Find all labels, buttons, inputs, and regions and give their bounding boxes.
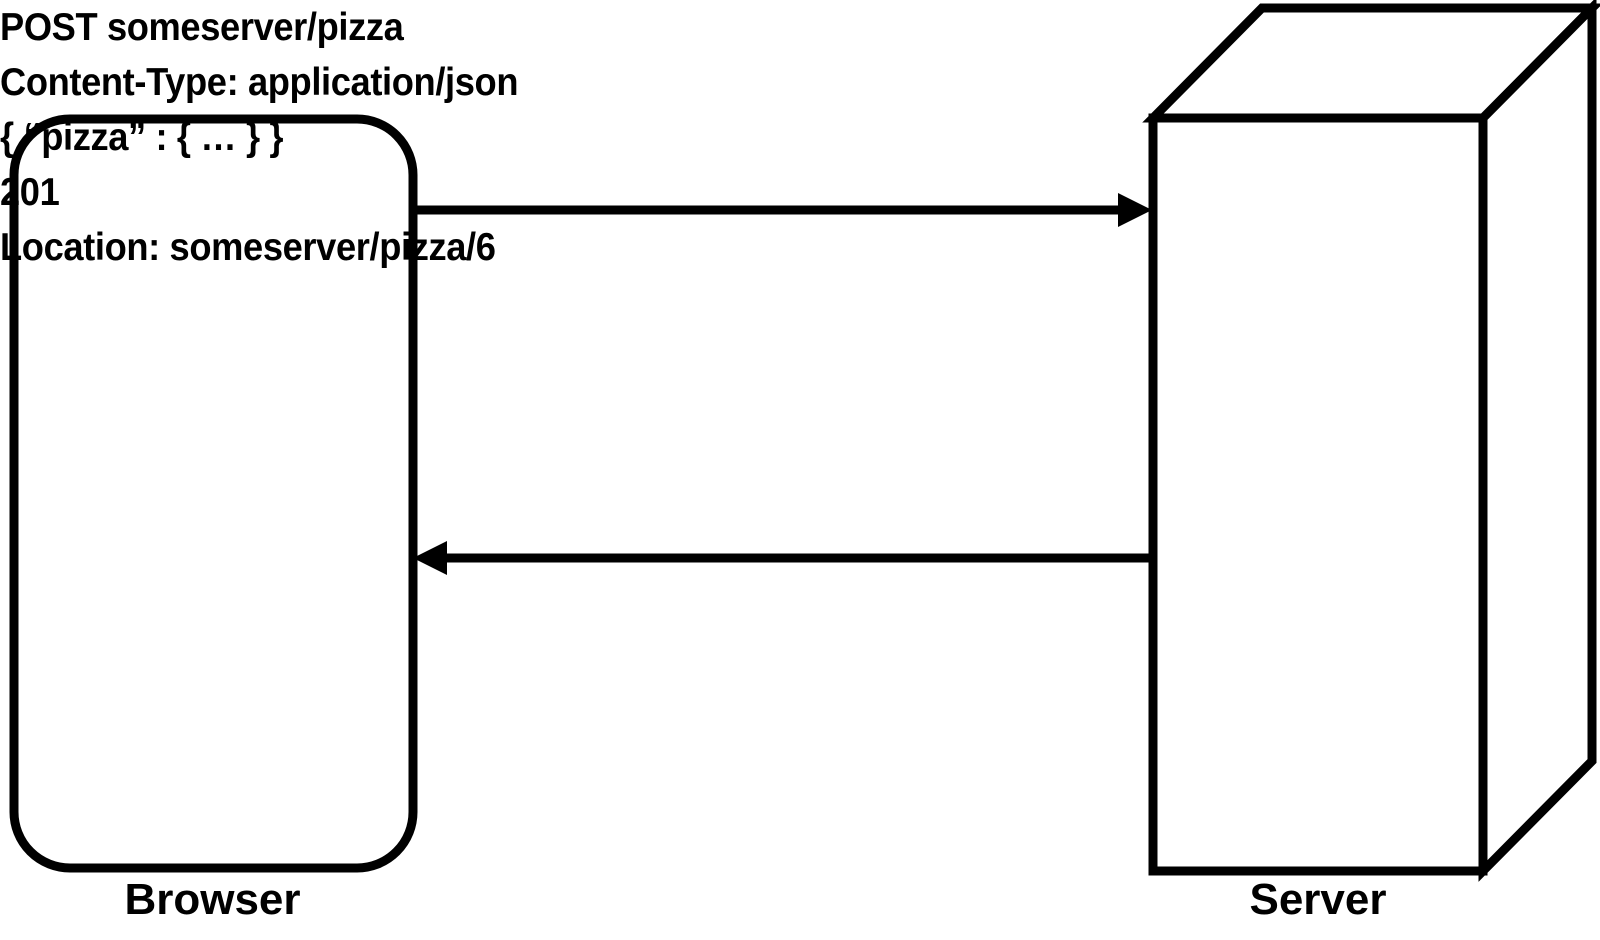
right-arrow-icon: [1118, 193, 1152, 227]
server-label: Server: [1249, 875, 1387, 924]
request-arrow: [413, 193, 1152, 227]
request-line-body: { “pizza” : { … } }: [0, 116, 284, 159]
response-arrow: [413, 541, 1153, 575]
response-message-text: 201 Location: someserver/pizza/6: [0, 165, 1600, 275]
server-front-face[interactable]: [1148, 113, 1488, 876]
browser-label: Browser: [124, 875, 301, 924]
browser-shape[interactable]: [9, 114, 418, 873]
response-line-status: 201: [0, 171, 60, 214]
response-line-location: Location: someserver/pizza/6: [0, 226, 496, 269]
request-line-method: POST someserver/pizza: [0, 6, 404, 49]
left-arrow-icon: [413, 541, 447, 575]
server-side-face[interactable]: [1478, 0, 1597, 882]
request-message-text: POST someserver/pizza Content-Type: appl…: [0, 0, 1600, 165]
request-line-content-type: Content-Type: application/json: [0, 61, 519, 104]
